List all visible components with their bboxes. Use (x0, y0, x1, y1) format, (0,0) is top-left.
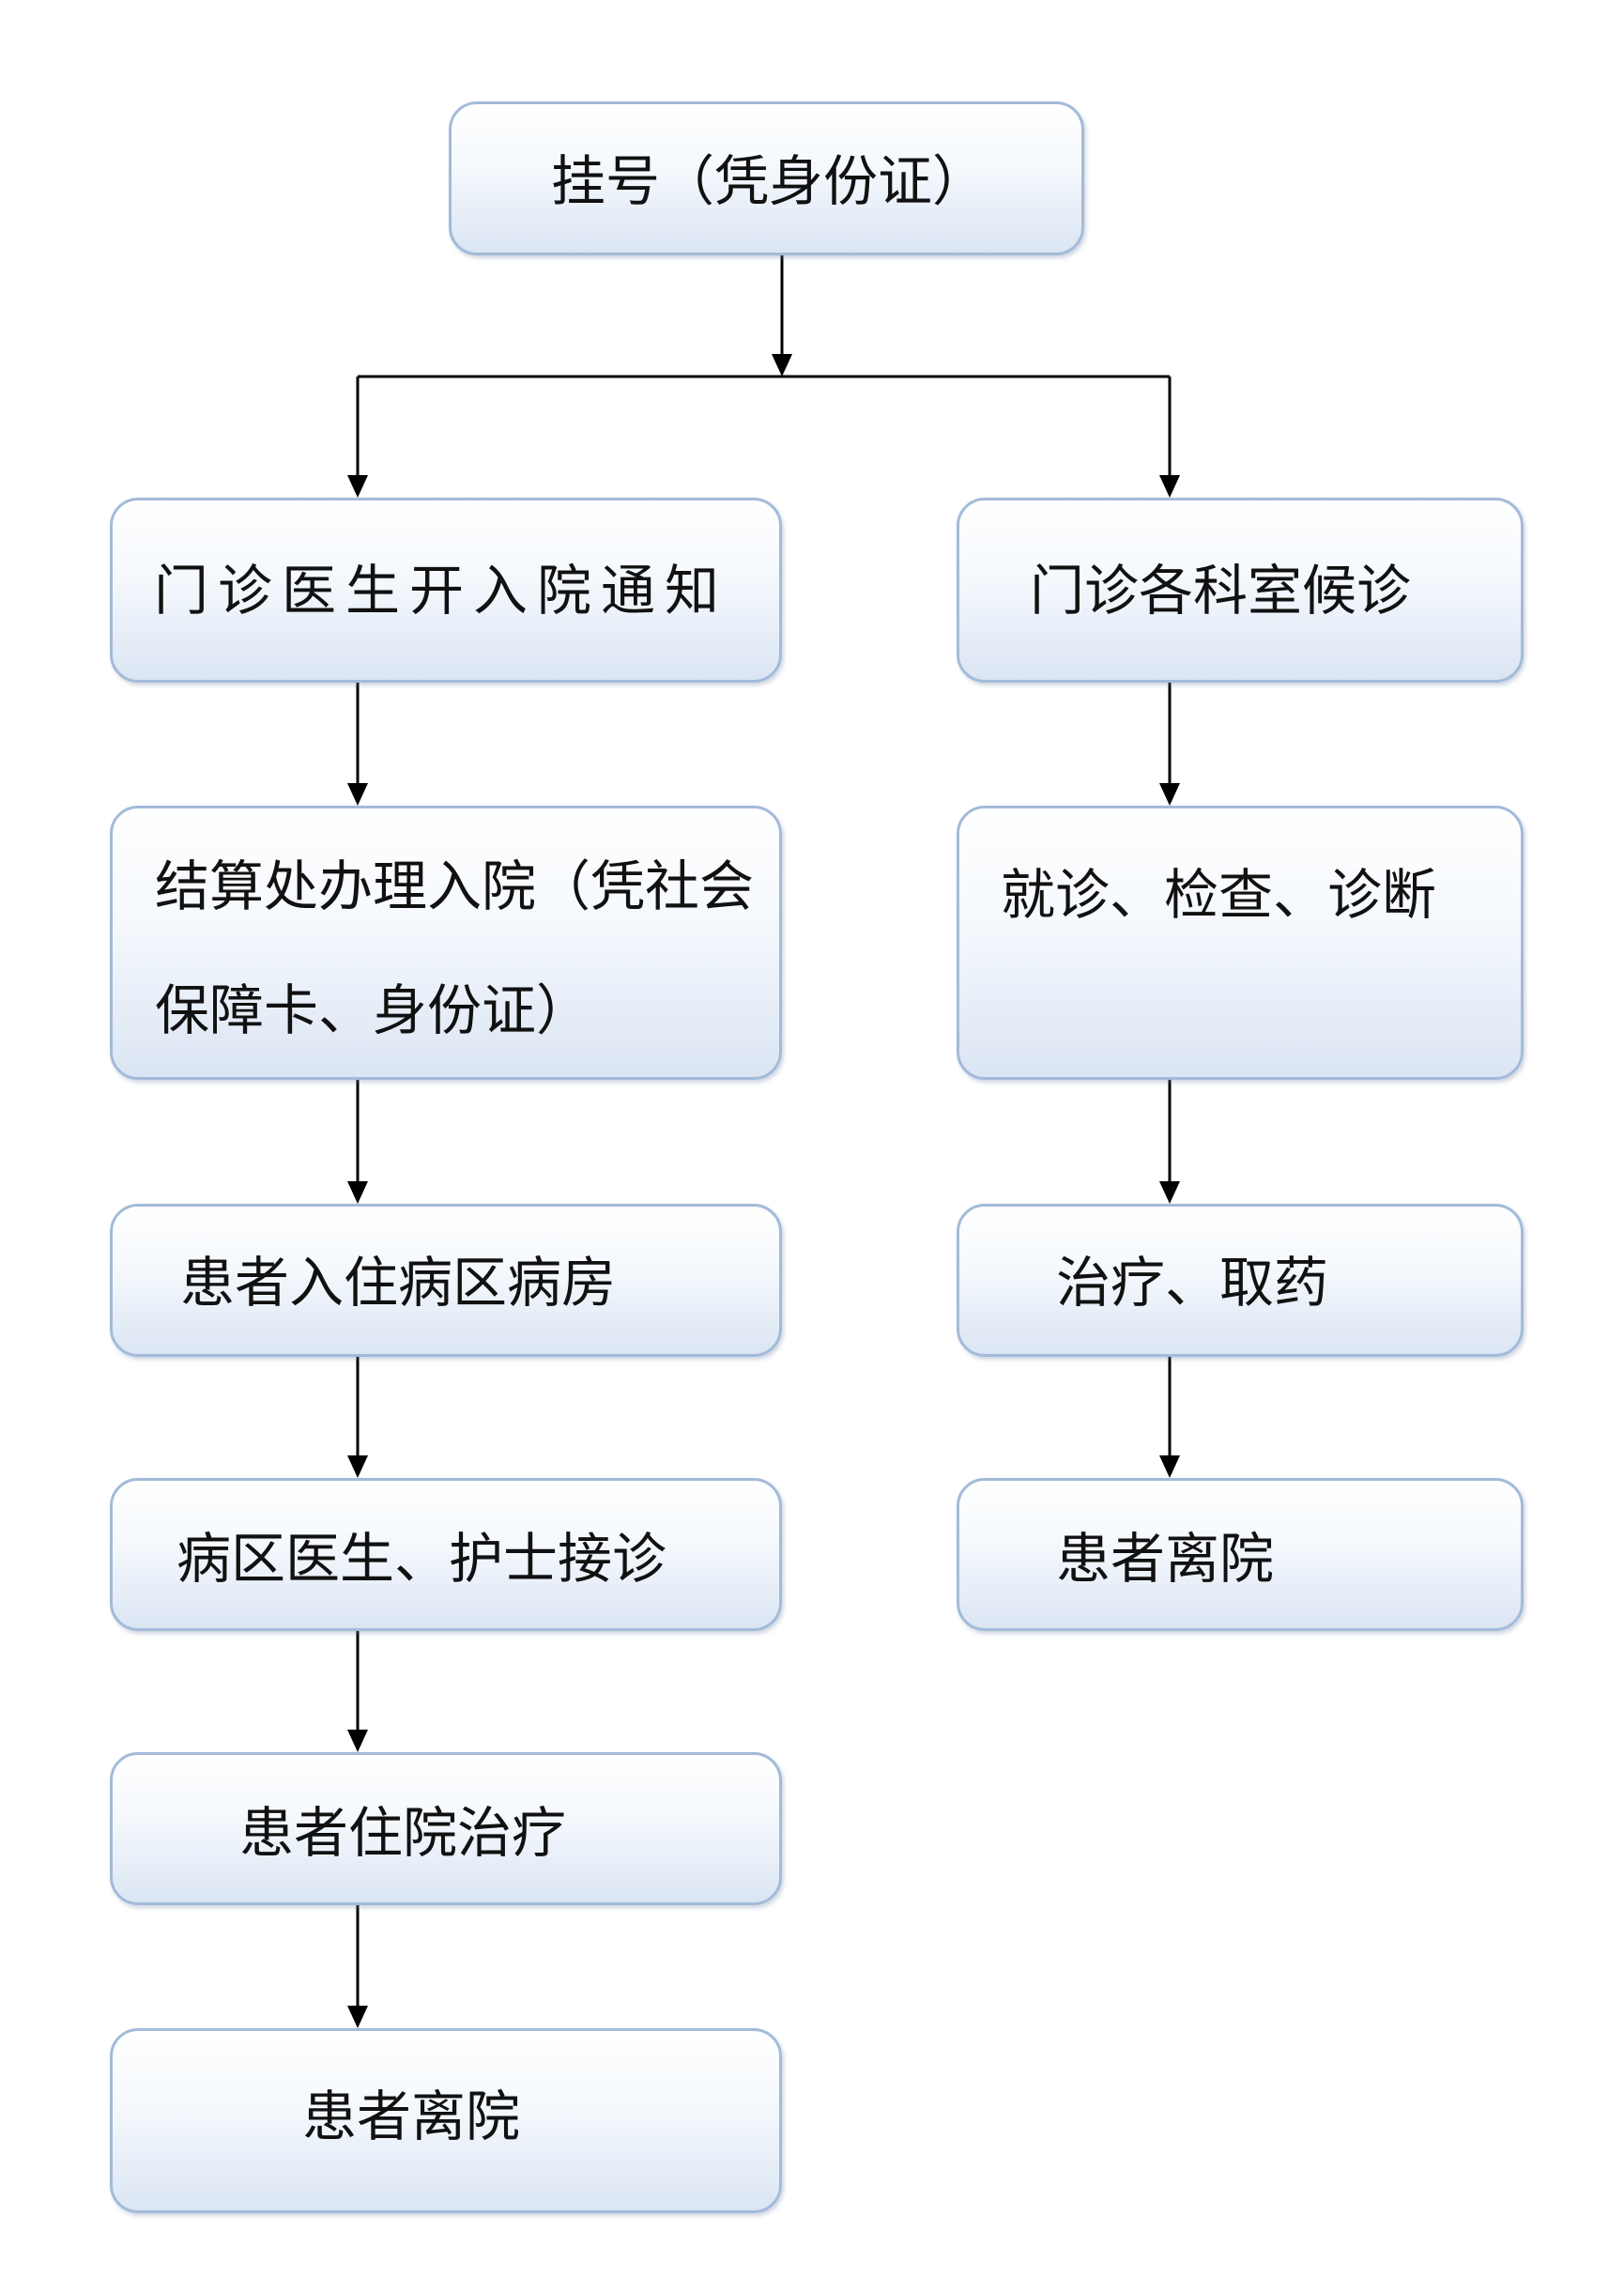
node-consultation-exam-diagnosis-label: 就诊、检查、诊断 (1001, 863, 1437, 927)
node-billing-admission-line2: 保障卡、身份证） (155, 978, 591, 1042)
node-billing-admission: 结算处办理入院（凭社会 保障卡、身份证） (110, 806, 782, 1080)
node-patient-leave-left-label: 患者离院 (302, 2085, 521, 2148)
arrow-head (347, 475, 368, 498)
node-patient-ward-checkin: 患者入住病区病房 (110, 1204, 782, 1357)
node-ward-staff-reception-label: 病区医生、护士接诊 (176, 1527, 667, 1591)
node-treatment-medicine: 治疗、取药 (957, 1204, 1524, 1357)
arrow-head (347, 1455, 368, 1478)
node-patient-leave-right: 患者离院 (957, 1478, 1524, 1631)
node-outpatient-admission-notice-label: 门诊医生开入院通知 (154, 559, 729, 623)
node-patient-leave-right-label: 患者离院 (1056, 1527, 1275, 1591)
arrow-head (1159, 1181, 1180, 1204)
node-inpatient-treatment: 患者住院治疗 (110, 1752, 782, 1905)
node-consultation-exam-diagnosis: 就诊、检查、诊断 (957, 806, 1524, 1080)
arrow-head (1159, 1455, 1180, 1478)
node-patient-ward-checkin-label: 患者入住病区病房 (180, 1251, 617, 1315)
arrow-head (347, 1181, 368, 1204)
node-billing-admission-line1: 结算处办理入院（凭社会 (155, 854, 755, 918)
node-department-waiting-label: 门诊各科室候诊 (1030, 559, 1412, 623)
arrow-head (347, 783, 368, 806)
node-inpatient-treatment-label: 患者住院治疗 (239, 1801, 567, 1865)
node-register: 挂号（凭身份证） (449, 101, 1084, 255)
node-patient-leave-left: 患者离院 (110, 2028, 782, 2213)
node-register-label: 挂号（凭身份证） (551, 149, 988, 213)
node-treatment-medicine-label: 治疗、取药 (1056, 1251, 1329, 1315)
node-department-waiting: 门诊各科室候诊 (957, 498, 1524, 683)
arrow-head (347, 2006, 368, 2028)
arrow-head (772, 354, 792, 377)
arrow-head (347, 1730, 368, 1752)
arrow-head (1159, 475, 1180, 498)
node-outpatient-admission-notice: 门诊医生开入院通知 (110, 498, 782, 683)
arrow-head (1159, 783, 1180, 806)
node-billing-admission-label: 结算处办理入院（凭社会 保障卡、身份证） (155, 824, 756, 1072)
node-ward-staff-reception: 病区医生、护士接诊 (110, 1478, 782, 1631)
